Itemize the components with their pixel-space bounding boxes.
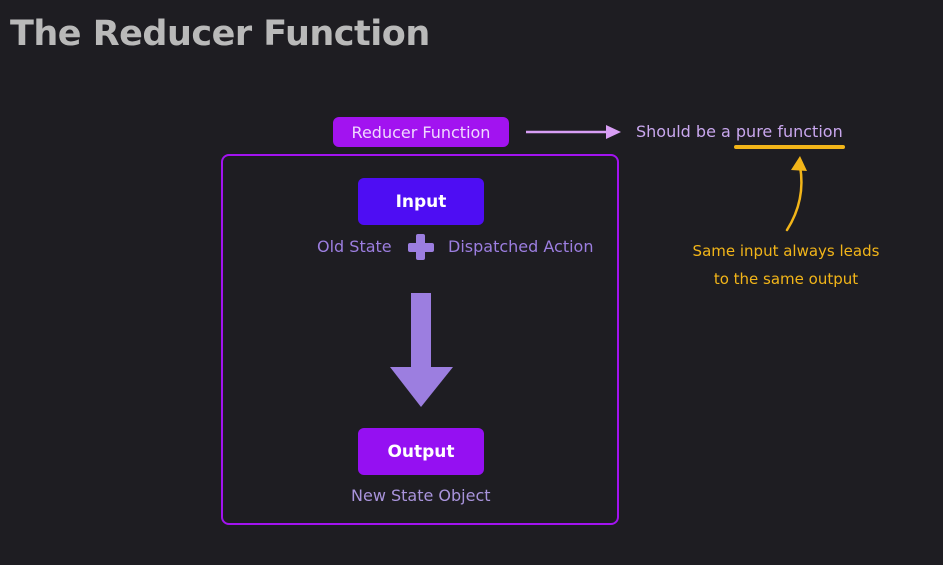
- reducer-function-label: Reducer Function: [333, 117, 509, 147]
- output-pill: Output: [358, 428, 484, 475]
- reducer-frame: [221, 154, 619, 525]
- new-state-label: New State Object: [351, 486, 491, 505]
- pure-function-note: Same input always leads to the same outp…: [690, 237, 882, 293]
- dispatched-action-label: Dispatched Action: [448, 237, 594, 256]
- old-state-label: Old State: [317, 237, 392, 256]
- note-line-2: to the same output: [713, 270, 859, 288]
- note-line-1: Same input always leads: [692, 242, 880, 260]
- input-pill: Input: [358, 178, 484, 225]
- down-arrow-icon: [390, 293, 453, 407]
- right-arrow-icon: [526, 125, 621, 139]
- pure-function-text: Should be a pure function: [636, 122, 843, 141]
- curved-up-arrow-icon: [785, 156, 807, 232]
- page-title: The Reducer Function: [10, 14, 430, 54]
- plus-icon: [408, 234, 434, 260]
